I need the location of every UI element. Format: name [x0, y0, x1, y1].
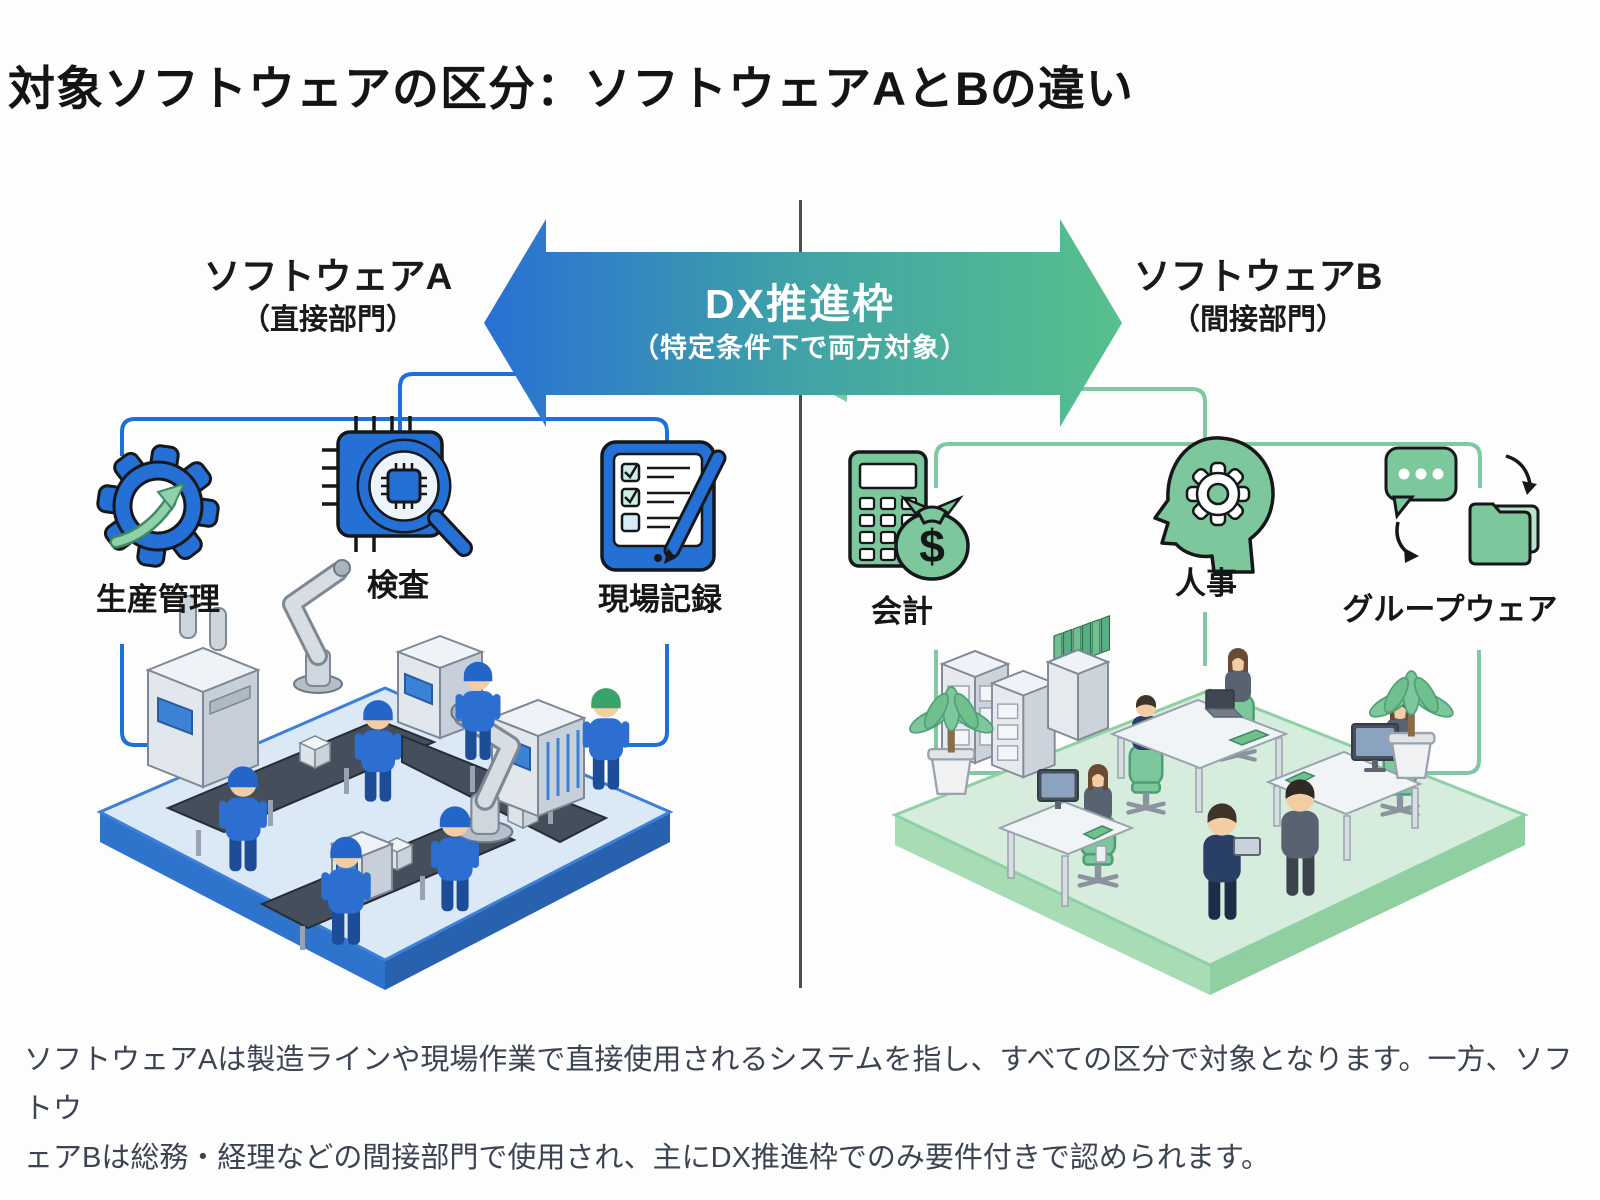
office-platform-side-left: [895, 815, 1210, 995]
tablet-checklist-icon: [600, 440, 727, 572]
label-accounting: 会計: [871, 594, 933, 629]
label-field-records: 現場記録: [598, 582, 722, 617]
label-inspection: 検査: [367, 568, 429, 603]
laptop-icon: [1233, 837, 1261, 856]
page-title: 対象ソフトウェアの区分：ソフトウェアAとBの違い: [8, 62, 1134, 115]
left-top-bracket: [120, 417, 669, 456]
office-desk-right: [1265, 723, 1423, 861]
head-gear-icon: [1153, 436, 1275, 574]
chip-inspection-icon: [322, 416, 473, 557]
footer-line-2: ェアBは総務・経理などの間接部門で使用され、主にDX推進枠でのみ要件付きで認めら…: [24, 1142, 1271, 1174]
dx-arrow-title: DX推進枠: [705, 281, 895, 327]
diagram-canvas: $: [96, 200, 1540, 995]
laptop-icon: [1204, 689, 1244, 718]
factory-illustration: [96, 559, 674, 990]
monitor-icon: [1037, 769, 1079, 809]
software-a-subheading: （直接部門）: [240, 304, 415, 336]
software-a-heading: ソフトウェアA: [203, 256, 453, 297]
label-groupware: グループウェア: [1342, 592, 1558, 627]
office-desk-center: [1109, 689, 1289, 813]
monitor-icon: [1351, 723, 1399, 772]
label-production-management: 生産管理: [96, 582, 220, 617]
conveyor-box: [299, 735, 331, 769]
office-binder-shelf: [1045, 614, 1111, 742]
dx-arrow-subtitle: （特定条件下で両方対象）: [632, 333, 968, 363]
factory-machine-left: [145, 595, 261, 789]
office-illustration: [891, 614, 1529, 995]
software-b-subheading: （間接部門）: [1170, 304, 1345, 336]
label-hr: 人事: [1175, 566, 1237, 601]
chat-folder-sync-icon: [1384, 446, 1540, 566]
factory-platform-side-left: [100, 812, 385, 990]
office-cabinet-right: [989, 669, 1058, 779]
office-desk-front: [997, 769, 1135, 907]
gear-growth-icon: [96, 444, 220, 568]
office-platform-side-right: [1210, 815, 1525, 995]
right-to-center-arrow-line: [845, 387, 1207, 468]
calculator-moneybag-icon: $: [848, 450, 970, 581]
left-to-center-arrow-line: [398, 372, 757, 450]
software-b-heading: ソフトウェアB: [1133, 256, 1383, 297]
dollar-symbol: $: [919, 520, 945, 572]
factory-worker-green-helmet: [582, 688, 630, 790]
green-book: [1227, 729, 1271, 746]
footer-description: ソフトウェアAは製造ラインや現場作業で直接使用されるシステムを指し、すべての区分…: [24, 1036, 1584, 1183]
factory-robot-arm-back: [282, 559, 351, 694]
dx-double-arrow: [484, 219, 1122, 427]
factory-machine-right: [489, 698, 587, 818]
green-book: [1082, 825, 1114, 840]
factory-platform-side-right: [385, 812, 670, 990]
footer-line-1: ソフトウェアAは製造ラインや現場作業で直接使用されるシステムを指し、すべての区分…: [24, 1044, 1573, 1125]
